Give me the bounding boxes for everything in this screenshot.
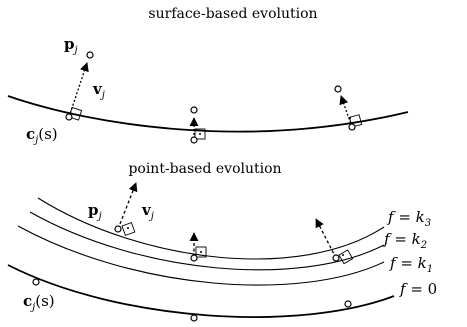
level-set-zero — [7, 264, 395, 318]
zero-surface-point-2 — [190, 314, 198, 322]
level-label-k2: f = k2 — [383, 230, 427, 251]
top-label-vj: vj — [92, 80, 105, 101]
zero-surface-point-1 — [32, 278, 40, 286]
top-panel-title: surface-based evolution — [148, 6, 317, 22]
top-right-angle-2 — [194, 128, 206, 140]
bottom-point-pj — [114, 225, 122, 233]
top-target-point-2 — [190, 106, 198, 114]
level-set-k2 — [29, 211, 385, 271]
top-target-point-3 — [334, 85, 342, 93]
bottom-right-angle-1 — [121, 222, 136, 236]
top-surface-curve — [7, 95, 409, 133]
level-label-k3: f = k3 — [387, 208, 431, 229]
bottom-vector-3 — [315, 218, 337, 259]
bottom-right-angle-dot-3 — [342, 254, 344, 256]
bottom-label-vj: vj — [141, 201, 154, 222]
top-right-angle-dot-3 — [349, 117, 351, 119]
bottom-panel-title: point-based evolution — [128, 161, 281, 177]
level-label-zero: f = 0 — [399, 280, 437, 298]
bottom-right-angle-dot-2 — [200, 251, 202, 253]
top-surface-point-1 — [65, 113, 73, 121]
top-right-angle-1 — [68, 106, 83, 121]
top-target-point-pj — [86, 51, 94, 59]
bottom-right-angle-3 — [338, 249, 354, 265]
bottom-point-2 — [190, 254, 198, 262]
top-surface-point-2 — [190, 136, 198, 144]
bottom-right-angle-dot-1 — [127, 227, 129, 229]
top-right-angle-dot-2 — [199, 133, 201, 135]
level-set-k3 — [37, 197, 385, 260]
zero-surface-point-3 — [344, 300, 352, 308]
top-surface-point-3 — [348, 123, 356, 131]
top-right-angle-3 — [348, 114, 363, 128]
bottom-vector-1 — [117, 182, 138, 230]
level-set-k1 — [17, 225, 385, 286]
bottom-right-angle-2 — [195, 246, 207, 258]
top-label-cjs: cj(s) — [26, 125, 58, 146]
level-label-k1: f = k1 — [389, 254, 433, 275]
bottom-point-3 — [332, 254, 340, 262]
bottom-label-cjs: cj(s) — [23, 292, 55, 313]
top-label-pj: pj — [64, 35, 78, 56]
bottom-label-pj: pj — [88, 201, 102, 222]
